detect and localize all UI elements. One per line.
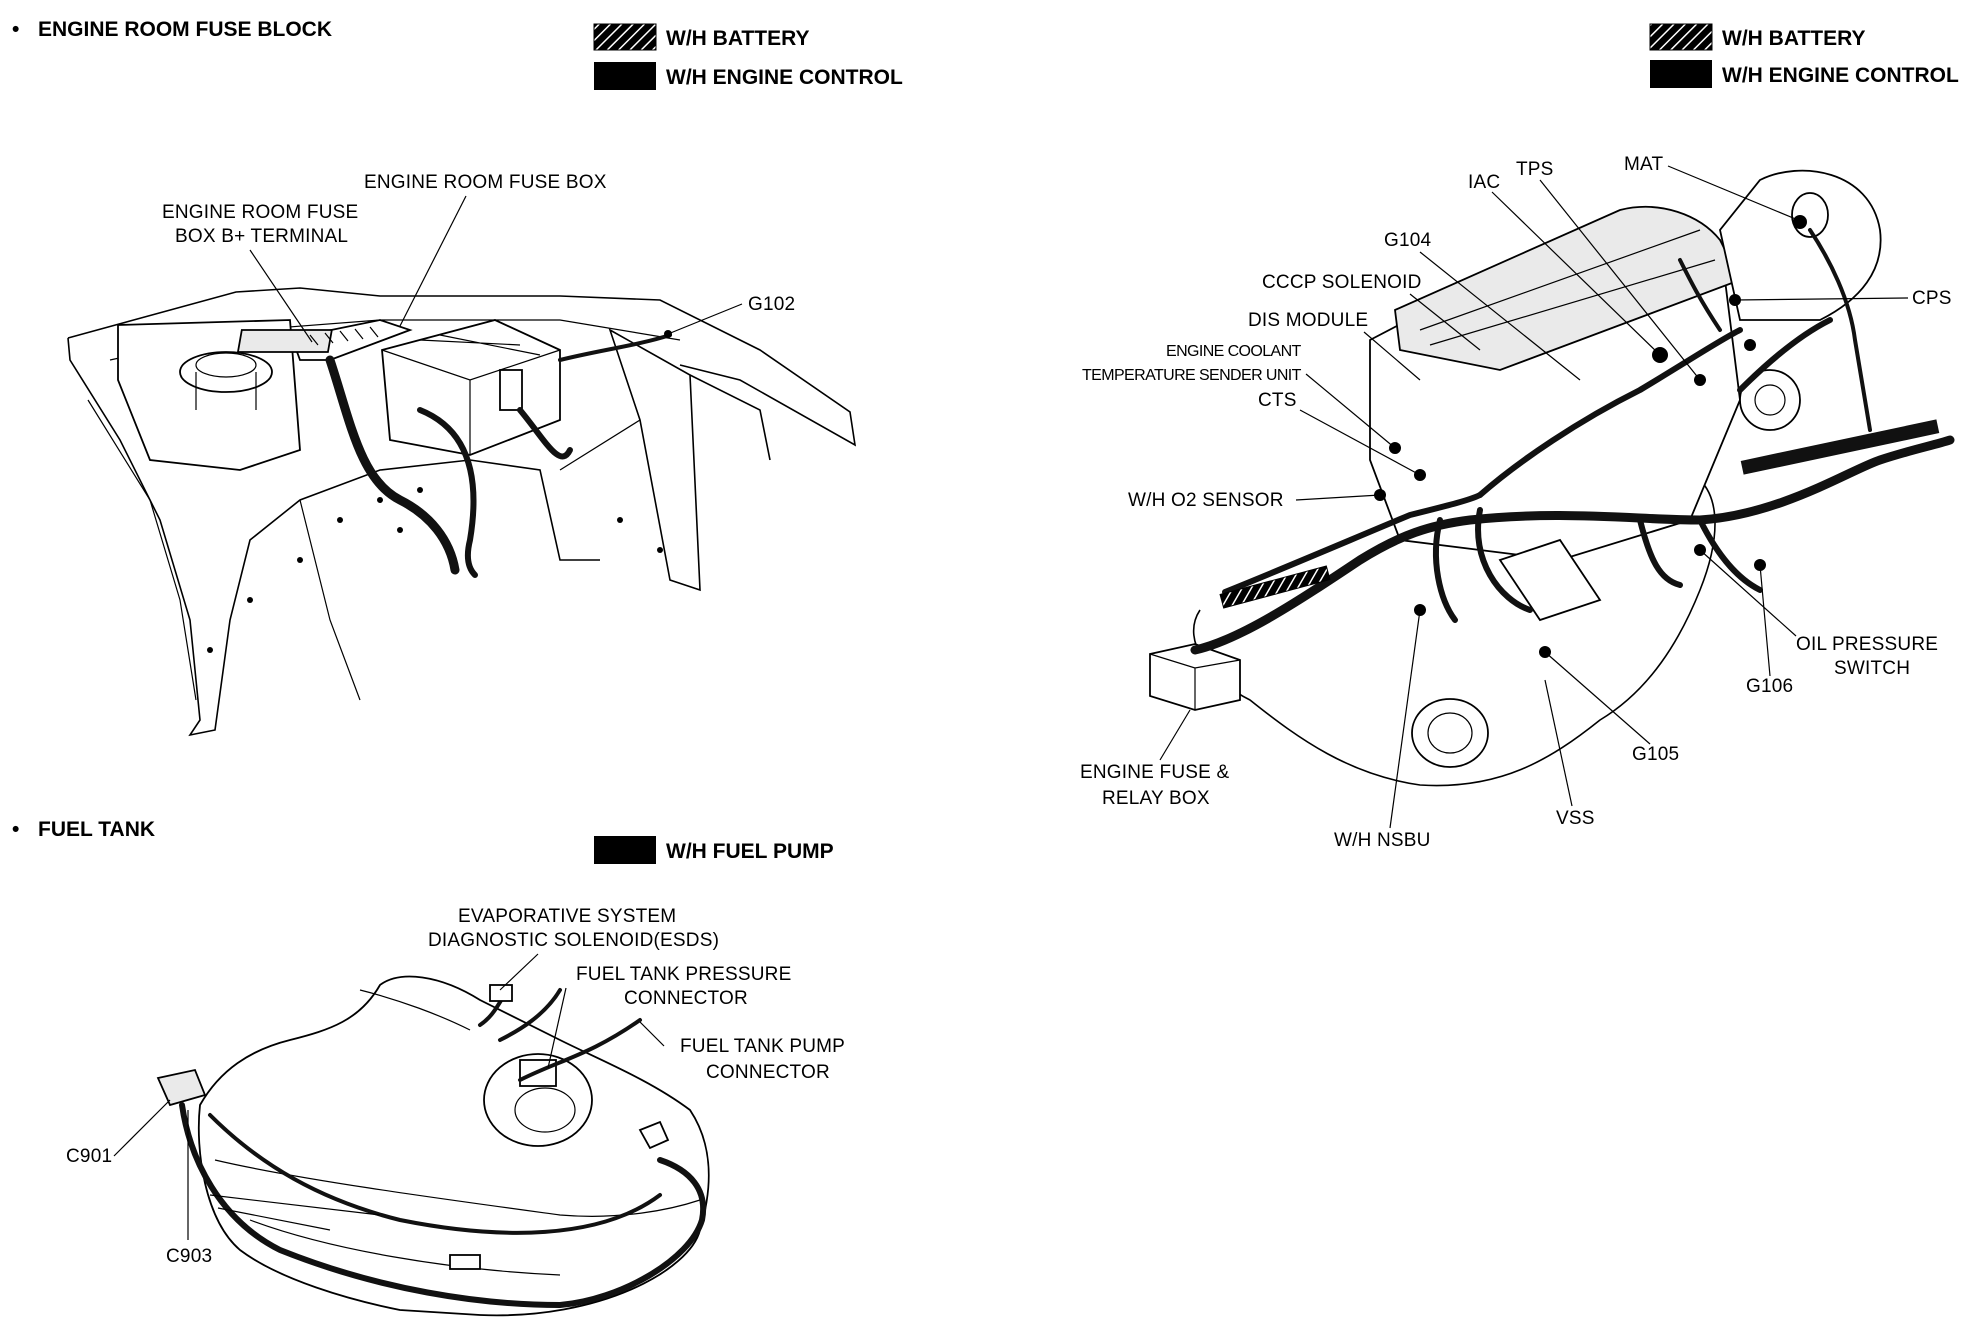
label-g106: G106: [1746, 676, 1793, 697]
engine-illustration: [1149, 169, 1955, 787]
label-fuse-box: ENGINE ROOM FUSE BOX: [364, 172, 607, 193]
label-vss: VSS: [1556, 808, 1595, 829]
legend-swatch-engine-control: [1650, 60, 1712, 88]
label-nsbu: W/H NSBU: [1334, 830, 1431, 851]
label-tps: TPS: [1516, 159, 1554, 180]
label-pressure-1: FUEL TANK PRESSURE: [576, 964, 791, 985]
label-esds-1: EVAPORATIVE SYSTEM: [458, 906, 676, 927]
label-mat: MAT: [1624, 154, 1663, 175]
label-pressure-2: CONNECTOR: [624, 988, 748, 1009]
label-fuse-relay-2: RELAY BOX: [1102, 788, 1210, 809]
legend-swatch-engine-control: [594, 62, 656, 90]
section-bullet: •: [12, 18, 19, 41]
legend-swatch-battery: [593, 23, 657, 51]
label-b-terminal-2: BOX B+ TERMINAL: [175, 226, 348, 247]
engine-room-section: • ENGINE ROOM FUSE BLOCK W/H BATTERY W/H…: [12, 18, 903, 737]
label-c901: C901: [66, 1146, 112, 1167]
label-oil-2: SWITCH: [1834, 658, 1910, 679]
label-fuse-relay-1: ENGINE FUSE &: [1080, 762, 1229, 783]
label-g104: G104: [1384, 230, 1432, 251]
engine-room-illustration: [67, 287, 857, 737]
label-c903: C903: [166, 1246, 212, 1267]
label-cccp: CCCP SOLENOID: [1262, 272, 1422, 293]
label-iac: IAC: [1468, 172, 1500, 193]
engine-room-legend: W/H BATTERY W/H ENGINE CONTROL: [593, 23, 903, 90]
legend-engine-control-label: W/H ENGINE CONTROL: [666, 66, 903, 89]
legend-engine-control-label: W/H ENGINE CONTROL: [1722, 64, 1959, 87]
fuel-tank-section: • FUEL TANK W/H FUEL PUMP: [12, 818, 845, 1317]
engine-room-labels: ENGINE ROOM FUSE BOX ENGINE ROOM FUSE BO…: [162, 172, 795, 343]
label-ect-1: ENGINE COOLANT: [1166, 343, 1302, 360]
legend-swatch-fuel-pump: [594, 836, 656, 864]
engine-legend: W/H BATTERY W/H ENGINE CONTROL: [1649, 23, 1959, 88]
fuel-tank-title: FUEL TANK: [38, 818, 155, 841]
label-o2: W/H O2 SENSOR: [1128, 490, 1284, 511]
legend-swatch-battery: [1649, 23, 1713, 51]
engine-labels: IAC TPS MAT G104 CCCP SOLENOID DIS MODUL…: [1080, 154, 1952, 851]
fuel-tank-legend: W/H FUEL PUMP: [594, 836, 834, 864]
engine-room-title: ENGINE ROOM FUSE BLOCK: [38, 18, 332, 41]
label-pump-1: FUEL TANK PUMP: [680, 1036, 845, 1057]
label-b-terminal-1: ENGINE ROOM FUSE: [162, 202, 358, 223]
label-pump-2: CONNECTOR: [706, 1062, 830, 1083]
label-cts: CTS: [1258, 390, 1297, 411]
label-oil-1: OIL PRESSURE: [1796, 634, 1938, 655]
label-dis: DIS MODULE: [1248, 310, 1368, 331]
fuel-tank-labels: EVAPORATIVE SYSTEM DIAGNOSTIC SOLENOID(E…: [66, 906, 845, 1267]
label-cps: CPS: [1912, 288, 1952, 309]
section-bullet: •: [12, 818, 19, 841]
label-ect-2: TEMPERATURE SENDER UNIT: [1082, 367, 1302, 384]
label-g102: G102: [748, 294, 795, 315]
legend-fuel-pump-label: W/H FUEL PUMP: [666, 840, 834, 863]
fuel-tank-illustration: [156, 975, 710, 1317]
engine-section: W/H BATTERY W/H ENGINE CONTROL: [1080, 23, 1959, 851]
label-esds-2: DIAGNOSTIC SOLENOID(ESDS): [428, 930, 719, 951]
legend-battery-label: W/H BATTERY: [666, 27, 809, 50]
legend-battery-label: W/H BATTERY: [1722, 27, 1865, 50]
label-g105: G105: [1632, 744, 1679, 765]
